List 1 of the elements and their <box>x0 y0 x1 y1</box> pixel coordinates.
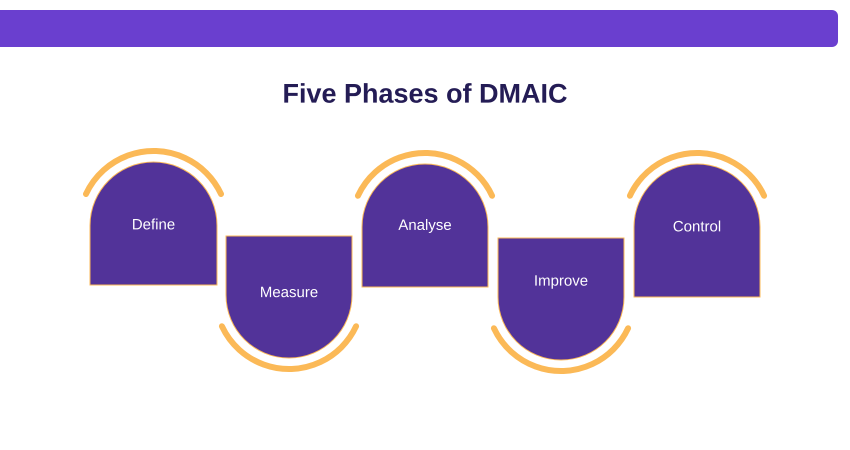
title: Five Phases of DMAIC <box>284 83 567 103</box>
